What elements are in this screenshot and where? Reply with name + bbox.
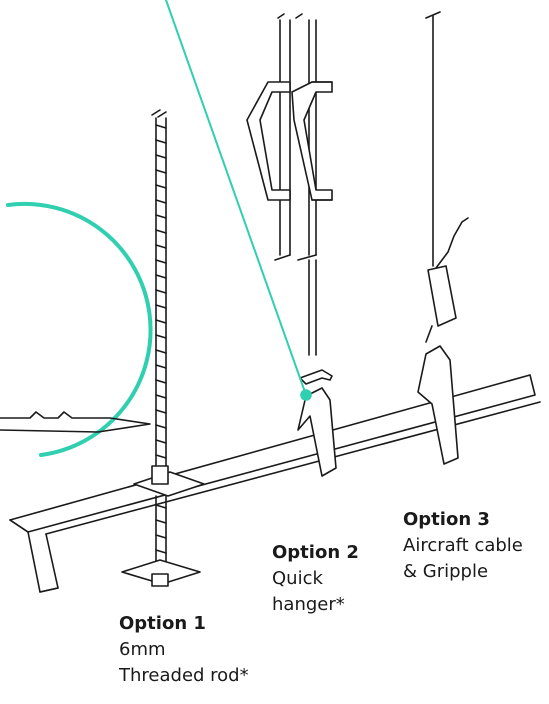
option-2-label: Option 2 Quick hanger* [272,540,359,618]
option-3-line-1: Aircraft cable [403,535,523,556]
option-3-line-2: & Gripple [403,561,489,582]
detail-callout-circle [6,201,153,457]
detail-pointer-line [165,0,307,396]
aircraft-cable-assembly [417,11,469,465]
option-2-line-1: Quick [272,568,323,589]
option-2-title: Option 2 [272,542,359,563]
detail-arrow-line [0,411,151,433]
option-1-label: Option 1 6mm Threaded rod* [119,611,249,689]
option-3-label: Option 3 Aircraft cable & Gripple [403,507,523,585]
detail-pointer-dot [300,389,312,401]
option-2-line-2: hanger* [272,594,345,615]
main-channel [9,374,541,593]
threaded-rod-assembly [121,109,205,587]
option-3-title: Option 3 [403,509,490,530]
option-1-title: Option 1 [119,613,206,634]
option-1-line-1: 6mm [119,639,166,660]
quick-hanger-assembly [246,13,337,477]
option-1-line-2: Threaded rod* [119,665,249,686]
